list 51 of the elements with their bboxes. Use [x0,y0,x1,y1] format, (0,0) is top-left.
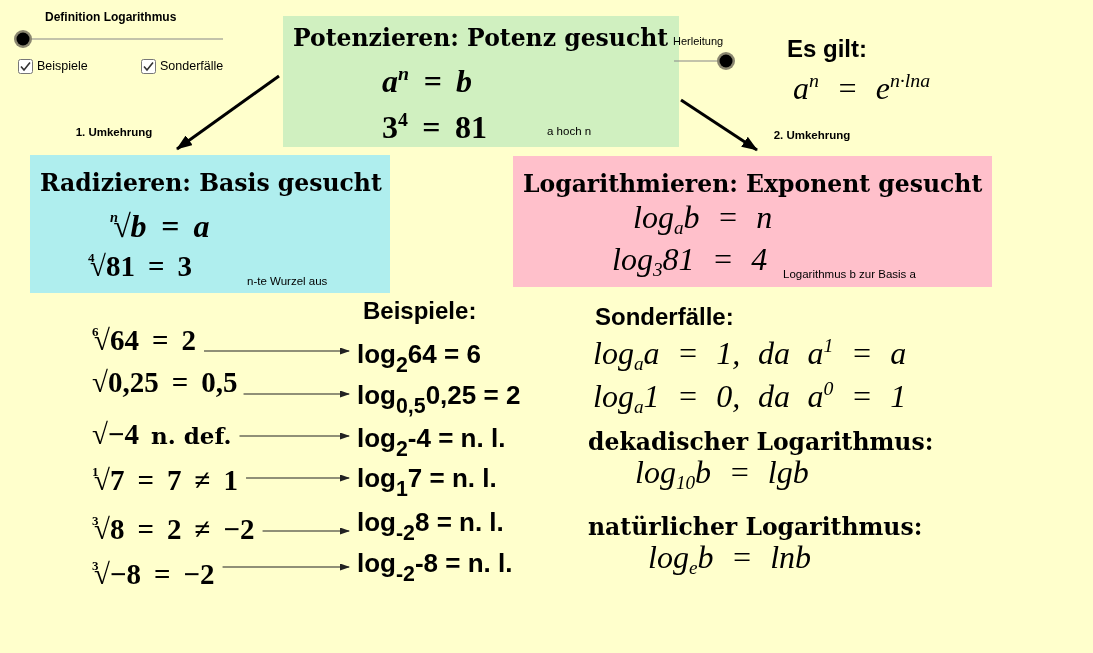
card-heading: Logarithmieren: Exponent gesucht [523,170,983,199]
section-heading: Es gilt: [787,35,867,64]
formula: a$^{n}$ = e$^{n·lna}$ [793,69,931,108]
formula: $^{1}$√7 = 7 ≠ 1 [92,463,239,498]
formula: $^{4}$√81 = 3 [88,249,192,284]
formula: log$_{2}$64 = 6 [357,338,481,375]
slider-label: Definition Logarithmus [45,10,177,25]
section-heading: Sonderfälle: [595,303,734,332]
arrow [245,474,350,482]
section-heading: Beispiele: [363,297,477,326]
formula: log$_{2}$-4 = n. l. [357,422,506,459]
section-heading: natürlicher Logarithmus: [588,513,923,542]
formula: log$_{0,5}$0,25 = 2 [357,379,521,416]
slider-label: Herleitung [673,35,724,49]
formula: a$^{n}$ = b [382,62,473,101]
formula: log$_{e}$b = lnb [648,539,812,577]
arrow [238,432,350,440]
formula: log$_{3}$81 = 4 [612,240,768,279]
arrow [242,390,350,398]
edge-label: 1. Umkehrung [73,125,155,140]
formula: log$_{a}$a = 1, da a$^{1}$ = a [593,334,907,373]
formula: √−4 [92,417,139,452]
checkbox: Sonderfälle [141,58,224,74]
arrow [176,74,280,151]
card-heading: Potenzieren: Potenz gesucht [293,24,669,53]
formula: log$_{-2}$-8 = n. l. [357,547,513,584]
formula: log$_{a}$1 = 0, da a$^{0}$ = 1 [593,377,907,416]
status-text: n. def. [150,422,232,450]
arrow [203,347,350,355]
formula: log$_{a}$b = n [633,198,773,237]
formula: $^{3}$√8 = 2 ≠ −2 [92,512,255,547]
note-text: Logarithmus b zur Basis a [783,268,916,282]
edge-label: 2. Umkehrung [771,129,853,143]
formula: $^{n}$√b = a [110,207,210,246]
formula-card [513,156,992,287]
formula: log$_{-2}$8 = n. l. [357,506,504,543]
arrow [261,527,350,535]
formula: 3$^{4}$ = 81 [382,108,487,147]
formula: $^{3}$√−8 = −2 [92,557,215,592]
arrow [221,563,350,571]
formula: log$_{1}$7 = n. l. [357,462,497,499]
formula: √0,25 = 0,5 [92,365,238,400]
formula: log$_{10}$b = lgb [635,454,809,492]
checkbox: Beispiele [18,58,88,74]
formula-card [30,155,390,293]
note-text: a hoch n [547,125,592,139]
arrow [680,98,758,152]
section-heading: dekadischer Logarithmus: [588,428,934,457]
formula: $^{6}$√64 = 2 [92,323,196,358]
card-heading: Radizieren: Basis gesucht [40,169,382,198]
note-text: n-te Wurzel aus [247,275,328,289]
